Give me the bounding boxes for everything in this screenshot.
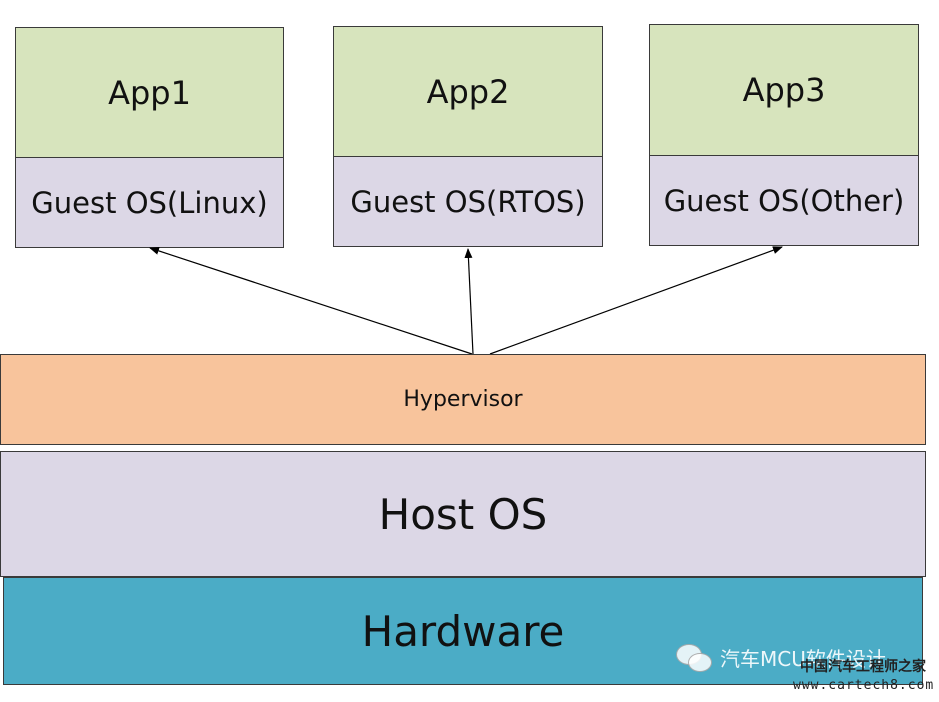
site-url-watermark: www.cartech8.com bbox=[793, 678, 935, 693]
host-os-layer: Host OS bbox=[0, 451, 926, 577]
guest-os-other-label: Guest OS(Other) bbox=[663, 183, 905, 218]
guest-os-rtos-box: Guest OS(RTOS) bbox=[333, 156, 603, 247]
app3-box: App3 bbox=[649, 24, 919, 156]
app2-label: App2 bbox=[426, 72, 510, 111]
hypervisor-label: Hypervisor bbox=[403, 387, 523, 412]
wechat-account-text: 汽车MCU软件设计 bbox=[720, 646, 886, 671]
hardware-layer: Hardware bbox=[3, 577, 923, 685]
wechat-icon bbox=[676, 642, 712, 672]
arrow-to-guest-linux bbox=[149, 247, 473, 355]
app3-label: App3 bbox=[742, 71, 826, 109]
hypervisor-layer: Hypervisor bbox=[0, 354, 926, 445]
app1-box: App1 bbox=[15, 27, 284, 158]
host-os-label: Host OS bbox=[378, 489, 548, 539]
app2-box: App2 bbox=[333, 26, 603, 157]
app1-label: App1 bbox=[108, 73, 191, 112]
hardware-label: Hardware bbox=[361, 606, 565, 656]
site-title-watermark: 中国汽车工程师之家 bbox=[800, 659, 926, 675]
guest-os-linux-label: Guest OS(Linux) bbox=[31, 185, 268, 220]
guest-os-other-box: Guest OS(Other) bbox=[649, 155, 919, 246]
guest-os-rtos-label: Guest OS(RTOS) bbox=[350, 184, 586, 219]
arrow-to-guest-rtos bbox=[464, 248, 474, 355]
arrow-to-guest-other bbox=[489, 246, 783, 355]
wechat-watermark: 汽车MCU软件设计 bbox=[676, 642, 886, 672]
